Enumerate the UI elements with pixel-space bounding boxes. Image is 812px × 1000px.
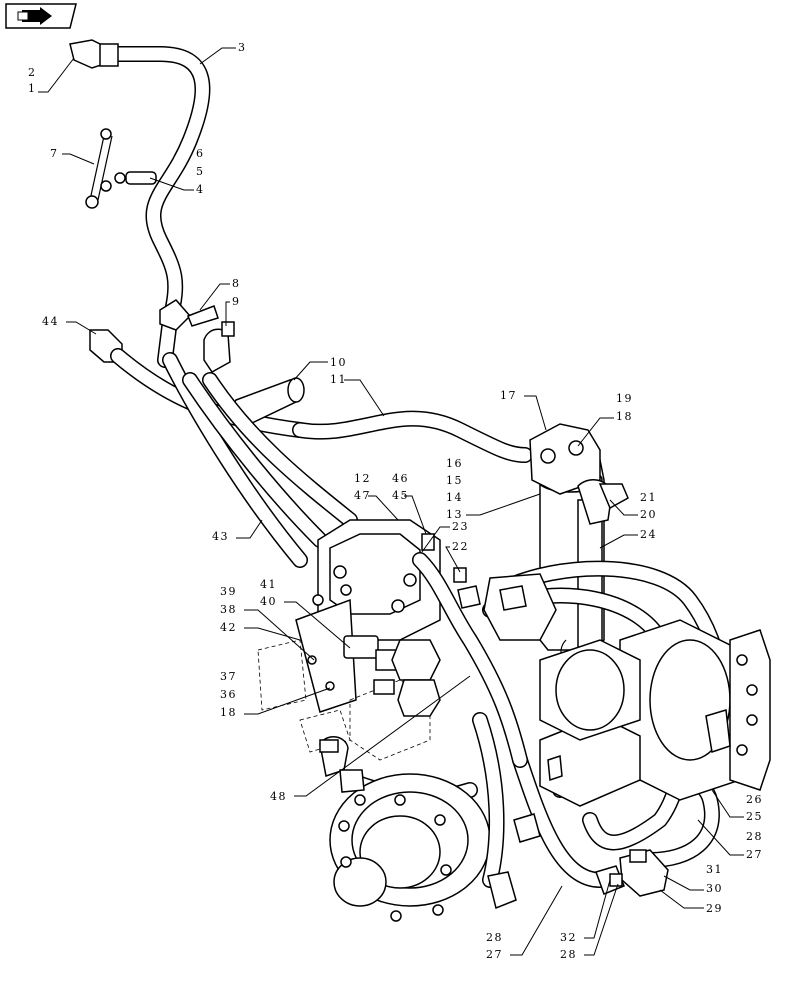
callout-9: 9 [232,295,241,308]
page-nav-arrow-icon[interactable] [5,3,77,29]
hose-assembly-drawing [69,39,771,922]
callout-7: 7 [50,147,59,160]
callout-37: 37 [220,670,237,683]
callout-41: 41 [260,578,277,591]
callout-15: 15 [446,474,463,487]
callout-10: 10 [330,356,347,369]
callout-21: 21 [640,491,657,504]
callout-45: 45 [392,489,409,502]
callout-22: 22 [452,540,469,553]
callout-38: 38 [220,603,237,616]
callout-26: 26 [746,793,763,806]
callout-16: 16 [446,457,463,470]
callout-43: 43 [212,530,229,543]
callout-1: 1 [28,82,37,95]
callout-23: 23 [452,520,469,533]
callout-47: 47 [354,489,371,502]
callout-28-bottom: 28 [486,931,503,944]
callout-48: 48 [270,790,287,803]
callout-3: 3 [238,41,247,54]
callout-17: 17 [500,389,517,402]
callout-36: 36 [220,688,237,701]
callout-31: 31 [706,863,723,876]
callout-18-left: 18 [220,706,237,719]
callout-4: 4 [196,183,205,196]
callout-19: 19 [616,392,633,405]
callout-18-top: 18 [616,410,633,423]
callout-5: 5 [196,165,205,178]
callout-29: 29 [706,902,723,915]
callout-labels: 2 1 3 6 5 4 7 8 9 44 10 11 17 19 18 16 [28,41,763,961]
callout-44: 44 [42,315,59,328]
callout-25: 25 [746,810,763,823]
callout-40: 40 [260,595,277,608]
callout-27-right: 27 [746,848,763,861]
callout-13: 13 [446,508,463,521]
callout-30: 30 [706,882,723,895]
callout-42: 42 [220,621,237,634]
callout-24: 24 [640,528,657,541]
callout-27-bottom: 27 [486,948,503,961]
callout-28-right: 28 [746,830,763,843]
callout-20: 20 [640,508,657,521]
callout-12: 12 [354,472,371,485]
callout-2: 2 [28,66,37,79]
callout-14: 14 [446,491,463,504]
callout-8: 8 [232,277,241,290]
callout-39: 39 [220,585,237,598]
callout-46: 46 [392,472,409,485]
callout-32: 32 [560,931,577,944]
callout-28-lower: 28 [560,948,577,961]
callout-6: 6 [196,147,205,160]
callout-11: 11 [330,373,347,386]
